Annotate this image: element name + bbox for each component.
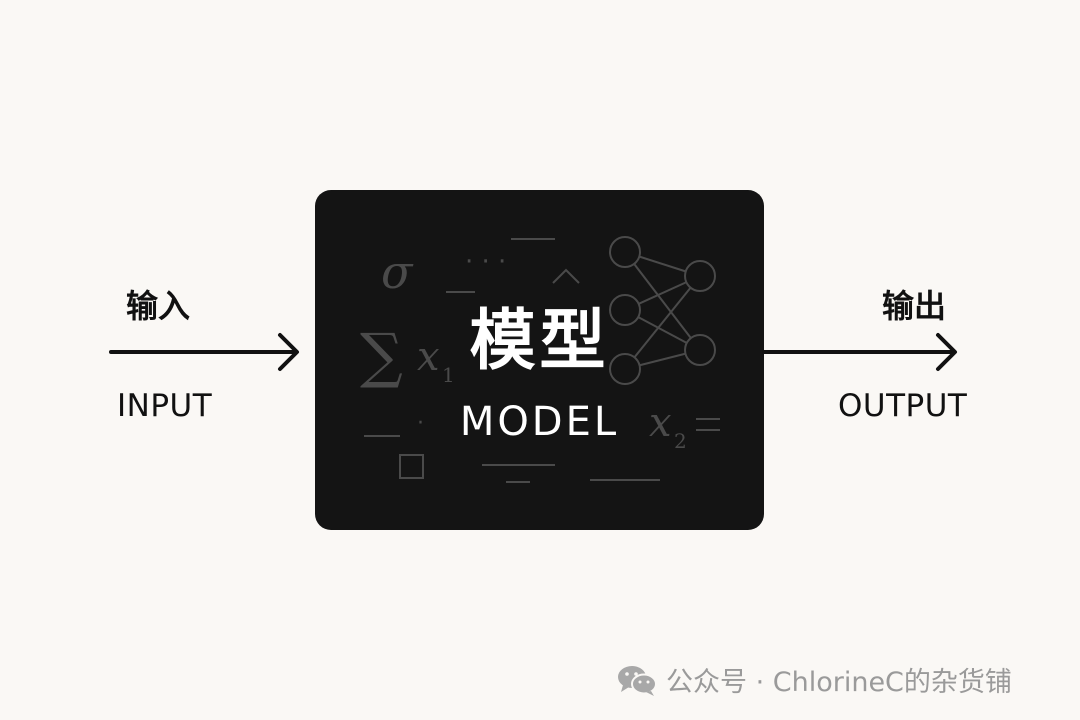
watermark-text: 公众号 · ChlorineC的杂货铺 (666, 667, 1012, 698)
output-label-cn: 输出 (882, 287, 947, 325)
watermark: 公众号 · ChlorineC的杂货铺 (616, 660, 1012, 699)
model-label-cn: 模型 (469, 302, 610, 379)
neural-network-icon (609, 236, 716, 385)
sum-symbol: ∑ (360, 321, 403, 391)
x1-subscript: 1 (442, 363, 455, 387)
x2-subscript: 2 (674, 429, 687, 453)
square-icon (399, 454, 424, 479)
model-decoration: σ ∑ · · · · x 1 x 2 (360, 236, 720, 483)
model-box: σ ∑ · · · · x 1 x 2 模型 MODEL (315, 190, 764, 530)
input-label-en: INPUT (117, 388, 213, 424)
output-label-en: OUTPUT (838, 388, 968, 424)
x2-symbol: x (649, 400, 672, 446)
wechat-icon (618, 665, 657, 696)
x1-symbol: x (417, 334, 440, 380)
sigma-symbol: σ (381, 245, 414, 299)
input-label-cn: 输入 (126, 287, 191, 325)
caret-icon (552, 268, 580, 284)
deco-dot: · (417, 411, 424, 436)
input-arrow (109, 333, 299, 371)
output-arrow (762, 333, 957, 371)
model-label-en: MODEL (459, 399, 620, 445)
ellipsis-dots: · · · (465, 247, 506, 277)
